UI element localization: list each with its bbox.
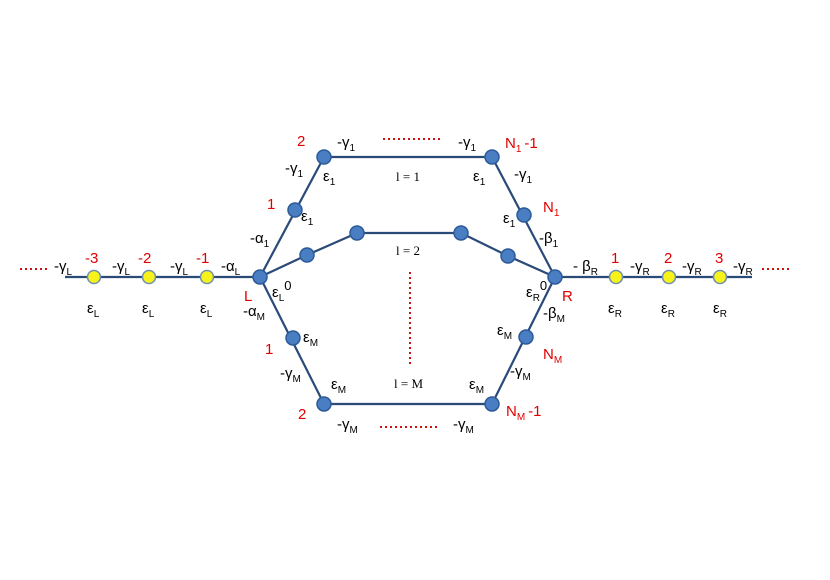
right-contact-hop: - βR: [573, 258, 598, 278]
left-contact-hop: -αL: [221, 258, 241, 278]
left-site-index-minus-1: -1: [196, 250, 209, 267]
branch-1-site-2: [316, 149, 332, 165]
branch-1-gamma-right: -γ1: [514, 166, 533, 186]
branch-1-gamma-top-right: -γ1: [458, 134, 477, 154]
branch-m-beta: -βM: [543, 305, 565, 325]
branch-1-site-1: [287, 202, 303, 218]
branch-2-edge-d: [507, 254, 556, 279]
right-site-energy-2: εR: [661, 300, 675, 320]
branch-1-beta: -β1: [539, 230, 559, 250]
right-lead-hop-3: -γR: [733, 258, 753, 278]
branch-1-gamma-left: -γ1: [285, 160, 304, 180]
right-site-index-3: 3: [715, 250, 723, 267]
nodes: [86, 149, 728, 412]
branch-2-site-d: [500, 248, 516, 264]
left-site-energy-3: εL: [200, 300, 213, 320]
branch-m-gamma-bottom-left: -γM: [337, 416, 358, 436]
right-site-index-1: 1: [611, 250, 619, 267]
branch-m-site-n-minus-1: [484, 396, 500, 412]
branch-2-label: l = 2: [396, 243, 420, 258]
branch-m-gamma-left: -γM: [280, 365, 301, 385]
junction-labels: L εL0 εR0 R: [244, 278, 573, 305]
junction-left-node: [252, 269, 268, 285]
branch-m-index-1: 1: [265, 341, 273, 358]
junction-left-label: L: [244, 288, 252, 305]
branch-1-energy-site-2: ε1: [323, 168, 336, 188]
branch-1-label: l = 1: [396, 169, 420, 184]
junction-right-node: [547, 269, 563, 285]
branch-m-labels: -αM 1 εM -γM εM 2 -γM -γM l = M εM -γM N…: [243, 303, 565, 436]
branch-m-index-n-minus-1: NM-1: [506, 403, 542, 423]
branch-1-site-n: [516, 207, 532, 223]
left-site-index-minus-2: -2: [138, 250, 151, 267]
branch-m-site-1: [285, 330, 301, 346]
branch-m-site-n: [518, 329, 534, 345]
junction-right-energy: εR0: [526, 278, 547, 304]
branch-m-alpha: -αM: [243, 303, 265, 323]
branch-m-index-2: 2: [298, 406, 306, 423]
branch-2-edge-c: [460, 232, 509, 257]
left-lead-hop-3: -γL: [170, 258, 189, 278]
branch-m-site-2: [316, 396, 332, 412]
branch-1-site-n-minus-1: [484, 149, 500, 165]
branch-1-index-2: 2: [297, 133, 305, 150]
branch-m-index-n: NM: [543, 346, 562, 366]
junction-left-energy: εL0: [272, 278, 291, 304]
branch-1-labels: -α1 1 ε1 -γ1 2 ε1 -γ1 -γ1 l = 1 N1-1 ε1 …: [250, 133, 560, 250]
branch-2-site-a: [299, 247, 315, 263]
right-lead-labels: - βR -γR -γR -γR 1 2 3 εR εR εR: [573, 250, 753, 320]
branch-1-index-n-minus-1: N1-1: [505, 135, 538, 155]
left-lead-site-minus-3: [86, 269, 102, 285]
branch-2-edge-b: [306, 231, 358, 257]
branch-2-edge-a: [259, 254, 308, 278]
branch-1-gamma-top-left: -γ1: [337, 134, 356, 154]
edges: [65, 155, 752, 406]
branch-m-energy-site-n: εM: [497, 322, 512, 342]
branch-1-energy-site-n-minus-1: ε1: [473, 168, 486, 188]
branch-2-site-c: [453, 225, 469, 241]
right-site-energy-1: εR: [608, 300, 622, 320]
branch-m-gamma-bottom-right: -γM: [453, 416, 474, 436]
branch-1-index-n: N1: [543, 199, 560, 219]
left-lead-site-minus-2: [141, 269, 157, 285]
left-site-index-minus-3: -3: [85, 250, 98, 267]
left-lead-labels: -γL -γL -γL -αL -3 -2 -1 εL εL εL: [54, 250, 241, 320]
branch-m-energy-site-n-minus-1: εM: [469, 376, 484, 396]
branch-1-energy-site-1: ε1: [301, 208, 314, 228]
branch-1-energy-site-n: ε1: [503, 210, 516, 230]
left-lead-hop-2: -γL: [112, 258, 131, 278]
branch-m-gamma-right: -γM: [510, 363, 531, 383]
junction-right-label: R: [562, 288, 573, 305]
right-lead-hop-1: -γR: [630, 258, 650, 278]
left-lead-hop-1: -γL: [54, 258, 73, 278]
branch-m-energy-site-1: εM: [303, 329, 318, 349]
branch-m-label: l = M: [394, 376, 423, 391]
left-lead-site-minus-1: [199, 269, 215, 285]
branch-2-site-b: [349, 225, 365, 241]
branch-m-energy-site-2: εM: [331, 376, 346, 396]
right-site-energy-3: εR: [713, 300, 727, 320]
right-lead-site-1: [608, 269, 624, 285]
branch-1-index-1: 1: [267, 196, 275, 213]
ellipsis-markers: [20, 138, 789, 428]
branch-1-alpha: -α1: [250, 230, 270, 250]
right-lead-hop-2: -γR: [682, 258, 702, 278]
right-site-index-2: 2: [664, 250, 672, 267]
left-site-energy-1: εL: [87, 300, 100, 320]
left-site-energy-2: εL: [142, 300, 155, 320]
right-lead-site-2: [661, 269, 677, 285]
right-lead-site-3: [712, 269, 728, 285]
